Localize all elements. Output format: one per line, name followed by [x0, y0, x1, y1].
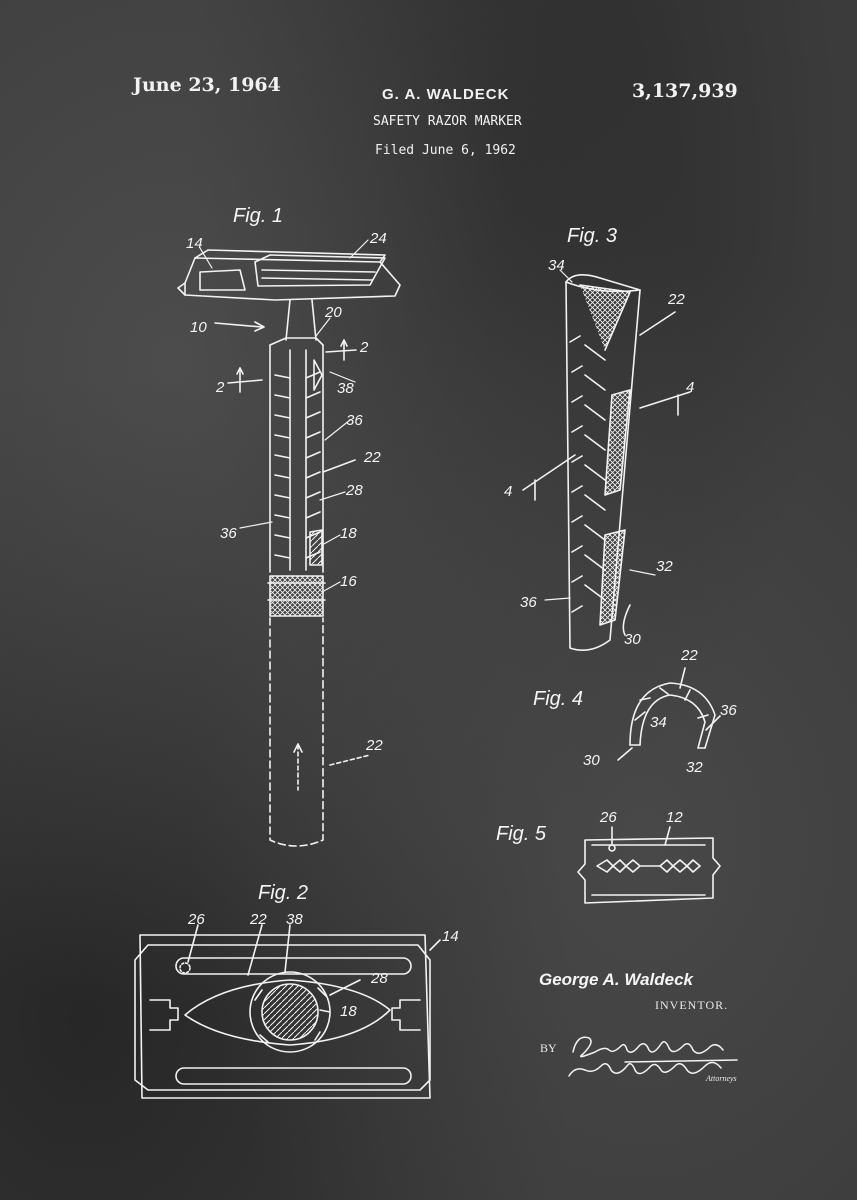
figure-1: Fig. 1	[177, 205, 401, 847]
ref-22: 22	[680, 647, 698, 664]
ref-2-right: 2	[359, 339, 369, 356]
fig5-label: Fig. 5	[496, 823, 547, 845]
patent-number: 3,137,939	[632, 80, 738, 102]
fig3-label: Fig. 3	[567, 225, 617, 247]
fig4-label: Fig. 4	[533, 688, 583, 710]
ref-4-right: 4	[686, 379, 694, 396]
ref-30: 30	[583, 752, 600, 769]
ref-36: 36	[520, 594, 537, 611]
ref-38: 38	[286, 911, 303, 928]
ref-14: 14	[186, 235, 203, 252]
ref-14: 14	[442, 928, 459, 945]
ref-38: 38	[337, 380, 354, 397]
fig2-label: Fig. 2	[258, 882, 308, 904]
grip-notches	[274, 371, 321, 559]
ref-22-bottom: 22	[365, 737, 383, 754]
patent-title: SAFETY RAZOR MARKER	[373, 114, 522, 129]
ref-16: 16	[340, 573, 357, 590]
ref-22: 22	[667, 291, 685, 308]
ref-34: 34	[650, 714, 667, 731]
ref-34: 34	[548, 257, 565, 274]
ref-22: 22	[249, 911, 267, 928]
ref-32: 32	[656, 558, 673, 575]
patent-date: June 23, 1964	[133, 74, 281, 96]
ref-26: 26	[187, 911, 205, 928]
fig1-label: Fig. 1	[233, 205, 283, 227]
ref-30: 30	[624, 631, 641, 648]
figure-4: Fig. 4 22 34 36 30 32	[533, 647, 737, 776]
ref-12: 12	[666, 809, 683, 826]
ref-20: 20	[324, 304, 342, 321]
attorney-handwritten-signature	[568, 1036, 738, 1077]
ref-36-bottom: 36	[220, 525, 237, 542]
ref-36: 36	[720, 702, 737, 719]
ref-18: 18	[340, 525, 357, 542]
ref-32: 32	[686, 759, 703, 776]
ref-36-top: 36	[346, 412, 363, 429]
ref-28: 28	[345, 482, 363, 499]
ref-28: 28	[370, 970, 388, 987]
by-label: BY	[540, 1041, 557, 1055]
ref-4-left: 4	[504, 483, 512, 500]
figure-3: Fig. 3 34 22 4 4 32 36 30	[504, 225, 694, 651]
figure-2: Fig. 2 26 22 38 14 28 18	[134, 882, 459, 1099]
inventor-heading: G. A. WALDECK	[382, 86, 510, 103]
ref-22-top: 22	[363, 449, 381, 466]
filed-date: Filed June 6, 1962	[375, 143, 516, 158]
ref-2-left: 2	[215, 379, 225, 396]
ref-10: 10	[190, 319, 207, 336]
inventor-role: INVENTOR.	[655, 998, 729, 1012]
inventor-signature-name: George A. Waldeck	[539, 970, 693, 989]
ref-26: 26	[599, 809, 617, 826]
attorneys-label: Attorneys	[706, 1074, 737, 1083]
figure-5: Fig. 5 26 12	[496, 809, 721, 904]
sleeve-notches	[569, 335, 606, 613]
ref-24: 24	[369, 230, 387, 247]
ref-18: 18	[340, 1003, 357, 1020]
